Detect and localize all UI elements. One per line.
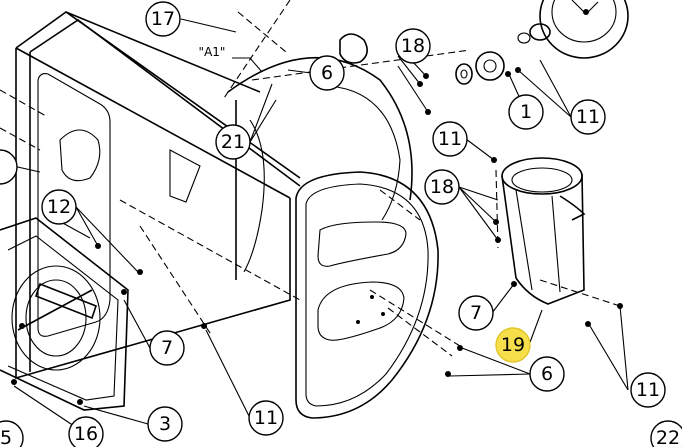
- callout-3-label: 3: [159, 413, 171, 435]
- callout-6-top-label: 6: [321, 62, 333, 84]
- callout-11-chute-top-label: 11: [438, 128, 462, 150]
- callout-18-chute: 18: [424, 169, 460, 205]
- callout-leaders: [0, 18, 629, 435]
- pulley-assembly: [339, 0, 629, 115]
- callout-18-top-label: 18: [401, 35, 425, 57]
- chute-base: [491, 157, 623, 327]
- view-note: "A1": [199, 45, 226, 59]
- callout-16-label: 16: [74, 423, 98, 445]
- callout-18-top: 18: [395, 28, 431, 64]
- auger-housing: [15, 11, 439, 419]
- callout-21-label: 21: [221, 131, 245, 153]
- callout-22-label: 22: [656, 427, 680, 447]
- callout-1-label: 1: [520, 101, 532, 123]
- callout-18-chute-label: 18: [430, 176, 454, 198]
- callout-5-partial: 5: [0, 420, 24, 447]
- gearbox-plate: [0, 217, 463, 411]
- callout-21: 21: [215, 124, 251, 160]
- callout-17: 17: [145, 1, 181, 37]
- callout-11-bottom: 11: [248, 400, 284, 436]
- callout-19-label: 19: [501, 334, 525, 356]
- callout-22-partial: 22: [650, 420, 682, 447]
- callout-3: 3: [147, 406, 183, 442]
- callout-5-label: 5: [0, 427, 12, 447]
- callout-12-label: 12: [47, 196, 71, 218]
- callout-16: 16: [68, 416, 104, 447]
- callout-7-right: 7: [458, 295, 494, 331]
- callout-11-bottom-right: 11: [630, 372, 666, 408]
- callout-7-left-label: 7: [161, 337, 173, 359]
- callout-11-top-right-label: 11: [576, 106, 600, 128]
- callout-7-right-label: 7: [470, 302, 482, 324]
- callout-12: 12: [41, 189, 77, 225]
- callout-11-bottom-label: 11: [254, 407, 278, 429]
- callout-6-bottom-label: 6: [541, 363, 553, 385]
- callout-1: 1: [508, 94, 544, 130]
- callout-11-chute-top: 11: [432, 121, 468, 157]
- callout-6-bottom: 6: [529, 356, 565, 392]
- assembly-centerlines: [0, 0, 621, 357]
- callout-17-label: 17: [151, 8, 175, 30]
- callout-7-left: 7: [149, 330, 185, 366]
- callout-11-bottom-right-label: 11: [636, 379, 660, 401]
- callout-11-top-right: 11: [570, 99, 606, 135]
- callout-partial-left-edge: [0, 149, 18, 185]
- callout-19-highlighted: 19: [495, 327, 531, 363]
- callout-6-top: 6: [309, 55, 345, 91]
